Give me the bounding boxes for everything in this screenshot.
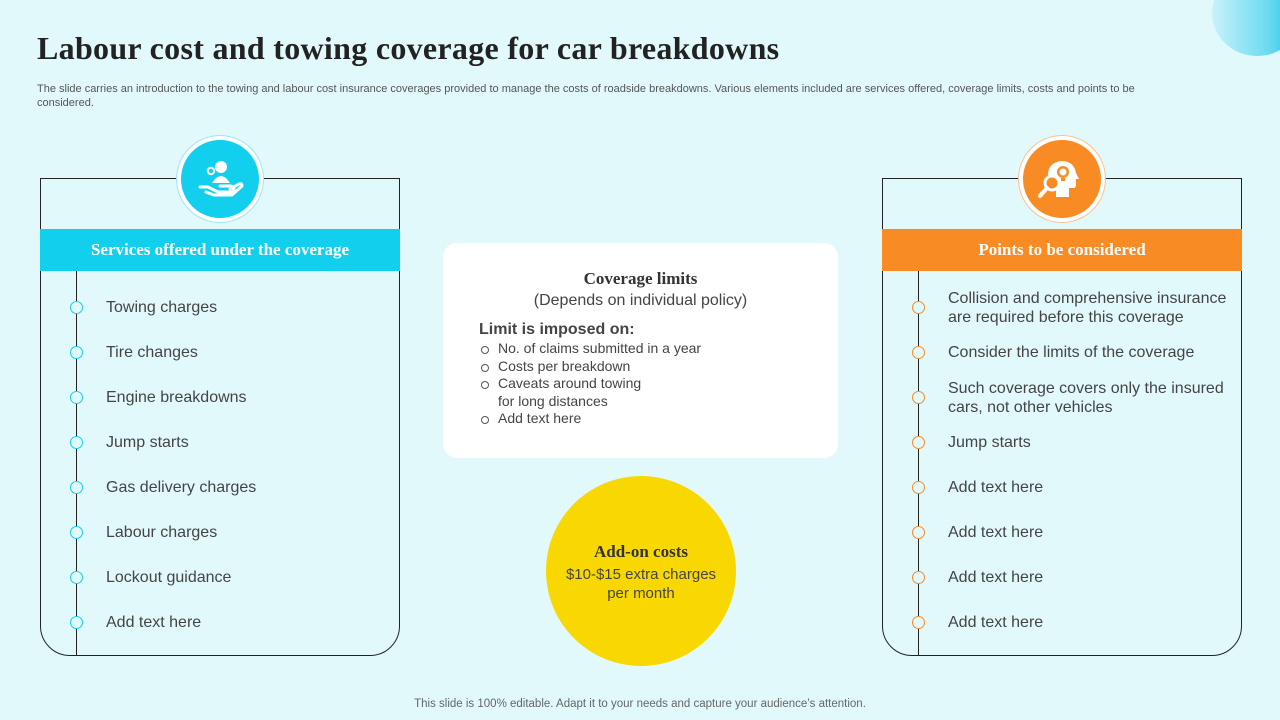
- coverage-limits-box: Coverage limits (Depends on individual p…: [443, 243, 838, 458]
- points-header: Points to be considered: [882, 229, 1242, 271]
- list-item: Caveats around towing for long distances: [479, 375, 809, 410]
- list-item: Add text here: [948, 479, 1044, 496]
- head-lightbulb-magnifier-icon: [1019, 136, 1105, 222]
- addon-costs-text: $10-$15 extra charges per month: [565, 566, 717, 602]
- coverage-limits-list: No. of claims submitted in a year Costs …: [479, 340, 809, 428]
- timeline-dot: [912, 436, 925, 449]
- points-card: Points to be considered Collision and co…: [882, 178, 1242, 656]
- list-item: Add text here: [948, 524, 1044, 541]
- timeline-dot: [912, 571, 925, 584]
- addon-costs-circle: Add-on costs $10-$15 extra charges per m…: [546, 476, 736, 666]
- timeline-dot: [70, 526, 83, 539]
- timeline-dot: [70, 346, 83, 359]
- list-item: Tire changes: [106, 344, 198, 361]
- list-item: Add text here: [948, 614, 1044, 631]
- timeline-dot: [912, 346, 925, 359]
- list-item: No. of claims submitted in a year: [479, 340, 809, 358]
- points-timeline: [918, 271, 919, 655]
- coverage-limits-heading: Limit is imposed on:: [479, 321, 635, 338]
- page-title: Labour cost and towing coverage for car …: [37, 30, 780, 66]
- timeline-dot: [912, 616, 925, 629]
- list-item: Lockout guidance: [106, 569, 232, 586]
- list-item: Add text here: [948, 569, 1044, 586]
- timeline-dot: [912, 526, 925, 539]
- timeline-dot: [912, 391, 925, 404]
- list-item: Jump starts: [106, 434, 189, 451]
- services-header: Services offered under the coverage: [40, 229, 400, 271]
- list-item: Labour charges: [106, 524, 218, 541]
- services-timeline: [76, 271, 77, 655]
- coverage-limits-subtitle: (Depends on individual policy): [533, 292, 748, 309]
- addon-costs-title: Add-on costs: [594, 542, 688, 561]
- services-card: Services offered under the coverage Towi…: [40, 178, 400, 656]
- list-item: Consider the limits of the coverage: [948, 344, 1195, 361]
- timeline-dot: [70, 301, 83, 314]
- timeline-dot: [70, 571, 83, 584]
- list-item: Engine breakdowns: [106, 389, 247, 406]
- page-subtitle: The slide carries an introduction to the…: [37, 83, 1135, 109]
- timeline-dot: [912, 481, 925, 494]
- list-item: Costs per breakdown: [479, 358, 809, 376]
- list-item: Collision and comprehensive insurance ar…: [948, 290, 1227, 326]
- list-item: Add text here: [479, 410, 809, 428]
- coverage-limits-title: Coverage limits: [583, 269, 698, 288]
- timeline-dot: [912, 301, 925, 314]
- list-item: Jump starts: [948, 434, 1031, 451]
- timeline-dot: [70, 436, 83, 449]
- list-item: Such coverage covers only the insured ca…: [948, 380, 1224, 416]
- hand-holding-person-icon: [177, 136, 263, 222]
- list-item: Add text here: [106, 614, 202, 631]
- timeline-dot: [70, 481, 83, 494]
- list-item: Gas delivery charges: [106, 479, 257, 496]
- footer-note: This slide is 100% editable. Adapt it to…: [414, 698, 866, 710]
- timeline-dot: [70, 391, 83, 404]
- timeline-dot: [70, 616, 83, 629]
- list-item: Towing charges: [106, 299, 218, 316]
- corner-decoration: [1212, 0, 1280, 56]
